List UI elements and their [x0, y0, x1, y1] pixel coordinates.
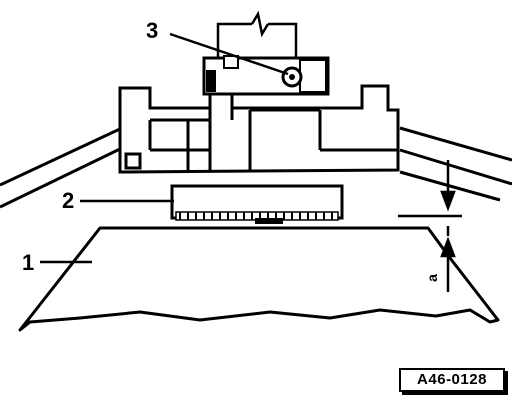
leader-lines [40, 32, 289, 264]
lower-housing [18, 226, 500, 332]
callout-2: 2 [62, 188, 74, 213]
callout-1: 1 [22, 250, 34, 275]
wiring-harness [216, 10, 298, 58]
figure-id-label: A46-0128 [399, 368, 505, 392]
plug-connector [202, 55, 330, 96]
callout-3: 3 [146, 18, 158, 43]
control-unit [118, 84, 400, 174]
sensor-base-plate [170, 184, 344, 224]
dimension-arrows [398, 160, 462, 292]
dimension-label-a: a [424, 274, 440, 282]
mounting-rails [0, 126, 512, 209]
